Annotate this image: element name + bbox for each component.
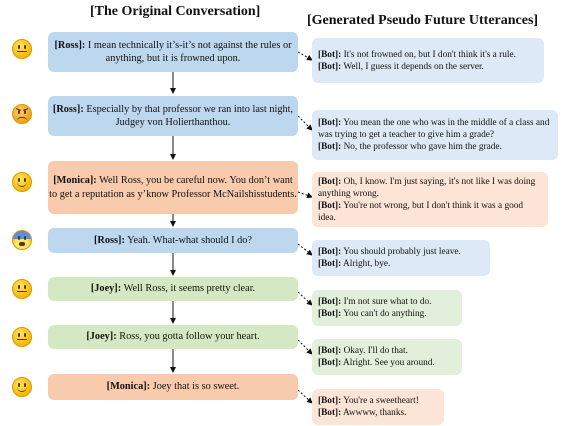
pseudo-future-header: [Generated Pseudo Future Utterances]: [307, 13, 539, 28]
dashed-link: [297, 51, 313, 61]
dashed-link: [297, 191, 313, 199]
utterance-box-ross: [Ross]: I mean technically it’s-it’s not…: [48, 32, 298, 72]
future-utterance: I'm not sure what to do.: [343, 297, 432, 307]
bot-label: [Bot]:: [318, 118, 342, 128]
utterance-text: Well Ross, you be careful now. You don’t…: [49, 175, 297, 200]
dashed-link: [297, 389, 313, 404]
utterance-box-ross: [Ross]: Yeah. What-what should I do?: [48, 228, 298, 253]
speaker-label: [Monica]:: [106, 381, 151, 393]
dashed-link: [297, 115, 313, 131]
utterance-text: Especially by that professor we ran into…: [86, 103, 294, 129]
future-utterance: Alright, bye.: [343, 259, 391, 269]
neutral-face-icon: [12, 327, 32, 347]
future-box-ross: [Bot]: It's not frowned on, but I don't …: [312, 38, 544, 83]
neutral-face-icon: [12, 279, 32, 299]
original-conversation-header: [The Original Conversation]: [90, 4, 261, 19]
speaker-label: [Ross]:: [94, 234, 125, 246]
dashed-link: [297, 339, 313, 355]
utterance-box-joey: [Joey]: Well Ross, it seems pretty clear…: [48, 277, 298, 301]
future-utterance: You mean the one who was in the middle o…: [318, 118, 550, 140]
future-utterance: Awwww, thanks.: [343, 408, 407, 418]
utterance-box-ross: [Ross]: Especially by that professor we …: [48, 96, 298, 136]
future-box-monica: [Bot]: You're a sweetheart! [Bot]: Awwww…: [312, 389, 444, 425]
bot-label: [Bot]:: [318, 346, 342, 356]
utterance-text: Joey that is so sweet.: [152, 381, 240, 393]
future-utterance: You can't do anything.: [343, 309, 427, 319]
future-utterance: Well, I guess it depends on the server.: [343, 61, 484, 72]
dashed-link: [297, 291, 313, 306]
future-box-joey: [Bot]: Okay. I'll do that. [Bot]: Alrigh…: [312, 339, 462, 375]
speaker-label: [Ross]:: [52, 103, 84, 115]
smiling-face-icon: [12, 377, 32, 397]
future-utterance: No, the professor who gave him the grade…: [343, 142, 502, 152]
dashed-link: [297, 243, 313, 256]
speaker-label: [Joey]:: [86, 331, 117, 343]
angry-face-icon: [12, 104, 32, 124]
fearful-face-icon: [12, 230, 32, 250]
future-box-joey: [Bot]: I'm not sure what to do. [Bot]: Y…: [312, 290, 462, 326]
bot-label: [Bot]:: [318, 200, 342, 211]
utterance-text: Yeah. What-what should I do?: [127, 234, 252, 246]
speaker-label: [Ross]:: [54, 39, 86, 51]
future-utterance: You should probably just leave.: [343, 247, 461, 257]
bot-label: [Bot]:: [318, 61, 342, 72]
bot-label: [Bot]:: [318, 358, 342, 368]
future-utterance: Oh, I know. I'm just saying, it's not li…: [318, 176, 536, 199]
utterance-box-monica: [Monica]: Well Ross, you be careful now.…: [48, 161, 298, 214]
bot-label: [Bot]:: [318, 408, 342, 418]
bot-label: [Bot]:: [318, 49, 342, 60]
future-utterance: Okay. I'll do that.: [343, 346, 408, 356]
bot-label: [Bot]:: [318, 247, 342, 257]
bot-label: [Bot]:: [318, 309, 342, 319]
utterance-text: Ross, you gotta follow your heart.: [119, 331, 260, 343]
utterance-box-joey: [Joey]: Ross, you gotta follow your hear…: [48, 325, 298, 349]
neutral-face-icon: [12, 39, 32, 59]
bot-label: [Bot]:: [318, 297, 342, 307]
speaker-label: [Joey]:: [90, 283, 122, 295]
future-utterance: You're not wrong, but I don't think it w…: [318, 200, 524, 223]
bot-label: [Bot]:: [318, 142, 342, 152]
future-box-monica: [Bot]: Oh, I know. I'm just saying, it's…: [312, 172, 548, 227]
utterance-text: I mean technically it’s-it’s not against…: [87, 39, 292, 65]
future-utterance: It's not frowned on, but I don't think i…: [343, 49, 516, 60]
bot-label: [Bot]:: [318, 396, 342, 406]
bot-label: [Bot]:: [318, 176, 342, 187]
future-box-ross: [Bot]: You mean the one who was in the m…: [312, 110, 558, 160]
speaker-label: [Monica]:: [53, 175, 97, 186]
utterance-text: Well Ross, it seems pretty clear.: [123, 283, 256, 295]
future-utterance: You're a sweetheart!: [343, 396, 419, 406]
bot-label: [Bot]:: [318, 259, 342, 269]
utterance-box-monica: [Monica]: Joey that is so sweet.: [48, 374, 298, 400]
smiling-face-icon: [12, 172, 32, 192]
future-utterance: Alright. See you around.: [343, 358, 435, 368]
future-box-ross: [Bot]: You should probably just leave. […: [312, 240, 490, 276]
